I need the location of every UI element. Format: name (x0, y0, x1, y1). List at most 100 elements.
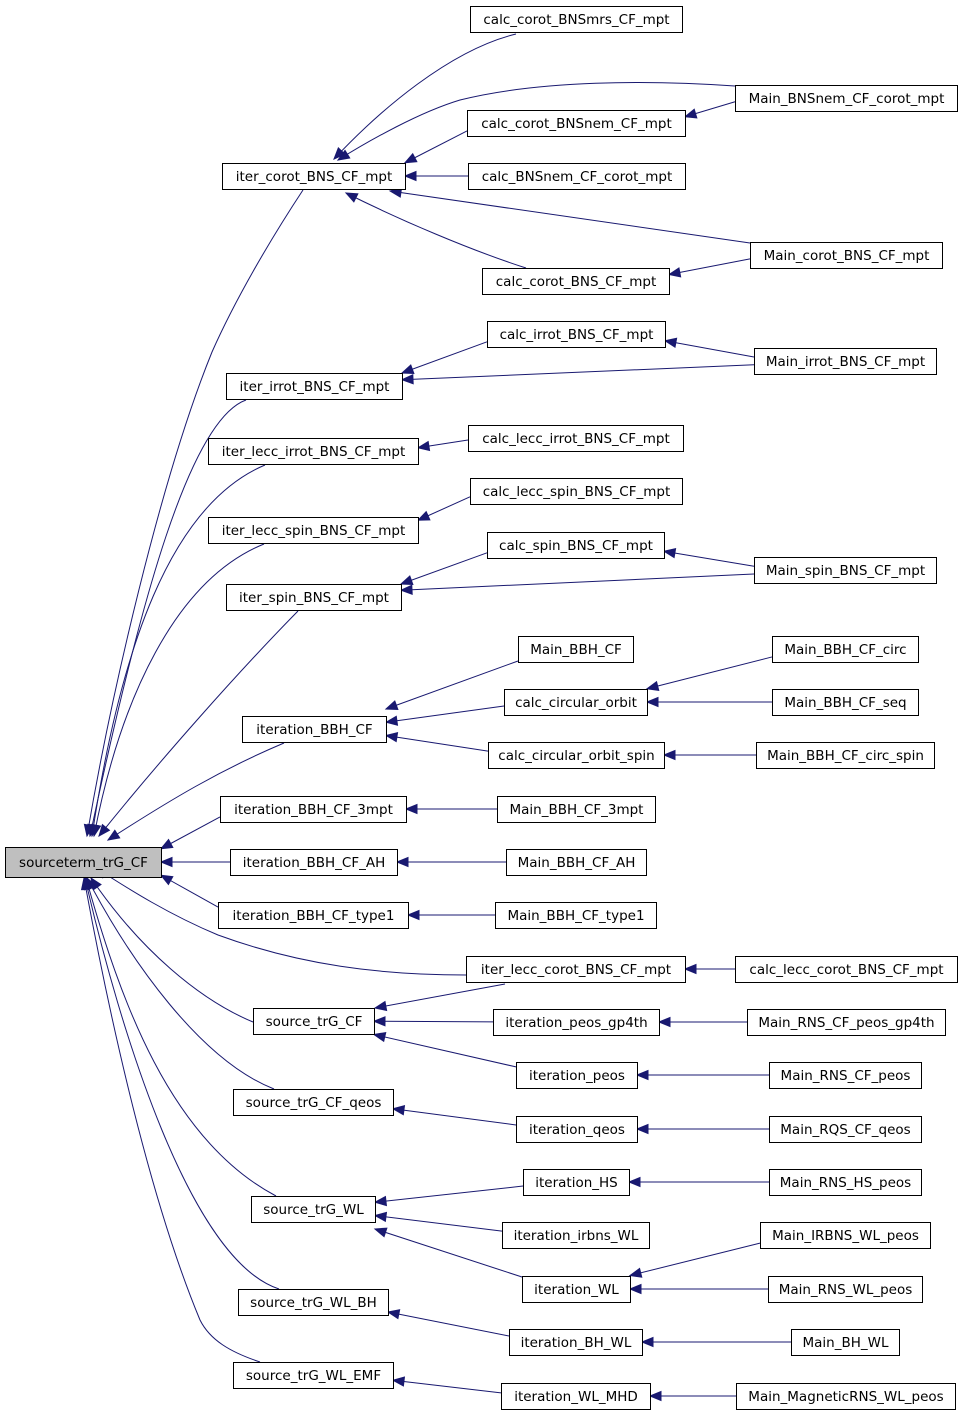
node-main_bbh_circ[interactable]: Main_BBH_CF_circ (772, 636, 919, 663)
node-calc_lecc_corot[interactable]: calc_lecc_corot_BNS_CF_mpt (735, 956, 958, 983)
arrowhead-icon (403, 152, 418, 164)
node-calc_corot_nem[interactable]: calc_corot_BNSnem_CF_mpt (467, 110, 686, 137)
edge-calc_spin-to-iter_spin (399, 552, 488, 586)
edge-line (374, 983, 506, 1009)
node-main_mag_rns[interactable]: Main_MagneticRNS_WL_peos (736, 1383, 956, 1410)
node-iter_bbh[interactable]: iteration_BBH_CF (242, 716, 387, 743)
node-calc_circ_spin[interactable]: calc_circular_orbit_spin (488, 742, 665, 769)
edge-main_bbh_ah-to-iter_bbh_ah (395, 856, 506, 868)
node-main_spin[interactable]: Main_spin_BNS_CF_mpt (754, 557, 937, 584)
edge-main_irrot-to-iter_irrot (400, 364, 755, 385)
node-main_nem_corot[interactable]: Main_BNSnem_CF_corot_mpt (735, 85, 958, 112)
node-calc_lecc_irrot[interactable]: calc_lecc_irrot_BNS_CF_mpt (468, 425, 684, 452)
node-main_bbh_3mpt[interactable]: Main_BBH_CF_3mpt (497, 796, 656, 823)
node-layer: sourceterm_trG_CFiter_corot_BNS_CF_mptca… (5, 6, 958, 1410)
node-main_irbns_wl[interactable]: Main_IRBNS_WL_peos (760, 1222, 931, 1249)
node-calc_nem_corot[interactable]: calc_BNSnem_CF_corot_mpt (468, 163, 686, 190)
node-main_rns_gp4th[interactable]: Main_RNS_CF_peos_gp4th (747, 1009, 946, 1036)
node-label: iteration_BBH_CF_type1 (233, 908, 395, 924)
node-label: Main_RNS_CF_peos_gp4th (758, 1015, 934, 1031)
node-iter_bbh_t1[interactable]: iteration_BBH_CF_type1 (218, 902, 409, 929)
node-calc_lecc_spin[interactable]: calc_lecc_spin_BNS_CF_mpt (470, 478, 683, 505)
node-box (756, 742, 935, 769)
node-main_bbh_circ_spin[interactable]: Main_BBH_CF_circ_spin (756, 742, 935, 769)
edge-main_rns_wl-to-iter_wl (628, 1283, 768, 1295)
node-iter_irrot[interactable]: iter_irrot_BNS_CF_mpt (226, 373, 403, 400)
node-iter_bbh_ah[interactable]: iteration_BBH_CF_AH (230, 849, 398, 876)
node-label: iteration_peos (529, 1068, 625, 1084)
node-label: iter_spin_BNS_CF_mpt (239, 590, 389, 606)
node-iter_lecc_irrot[interactable]: iter_lecc_irrot_BNS_CF_mpt (208, 438, 419, 465)
arrowhead-icon (159, 874, 174, 886)
node-box (470, 6, 683, 33)
node-main_rns_wl[interactable]: Main_RNS_WL_peos (768, 1276, 923, 1303)
node-iter_spin[interactable]: iter_spin_BNS_CF_mpt (226, 584, 402, 611)
node-src_trg_wl_emf[interactable]: source_trG_WL_EMF (233, 1362, 394, 1389)
node-src_trg_qeos[interactable]: source_trG_CF_qeos (233, 1089, 394, 1116)
node-iter_wl_mhd[interactable]: iteration_WL_MHD (501, 1383, 651, 1410)
node-box (468, 425, 684, 452)
node-main_bbh_ah[interactable]: Main_BBH_CF_AH (506, 849, 647, 876)
edge-main_mag_rns-to-iter_wl_mhd (648, 1390, 736, 1402)
edge-main_bbh_circ-to-calc_circ (645, 656, 773, 691)
node-src_trg_cf[interactable]: source_trG_CF (253, 1008, 375, 1035)
edge-line (84, 877, 280, 1290)
node-label: calc_circular_orbit_spin (498, 748, 654, 764)
node-label: calc_spin_BNS_CF_mpt (499, 538, 653, 554)
node-calc_irrot[interactable]: calc_irrot_BNS_CF_mpt (487, 321, 666, 348)
arrowhead-icon (80, 876, 92, 891)
arrowhead-icon (159, 856, 173, 868)
node-label: iteration_WL_MHD (514, 1389, 638, 1405)
node-main_bh_wl[interactable]: Main_BH_WL (791, 1329, 900, 1356)
node-iter_peos_gp4th[interactable]: iteration_peos_gp4th (493, 1009, 660, 1036)
node-iter_qeos[interactable]: iteration_qeos (516, 1116, 638, 1143)
node-calc_spin[interactable]: calc_spin_BNS_CF_mpt (487, 532, 665, 559)
node-root[interactable]: sourceterm_trG_CF (5, 847, 162, 878)
node-label: Main_BBH_CF_3mpt (510, 802, 644, 818)
node-calc_corot_smrs[interactable]: calc_corot_BNSmrs_CF_mpt (470, 6, 683, 33)
node-main_irrot[interactable]: Main_irrot_BNS_CF_mpt (754, 348, 937, 375)
node-label: sourceterm_trG_CF (19, 855, 148, 871)
node-box (467, 110, 686, 137)
node-iter_lecc_corot[interactable]: iter_lecc_corot_BNS_CF_mpt (466, 956, 686, 983)
node-label: Main_RNS_WL_peos (779, 1282, 913, 1298)
node-box (522, 1276, 631, 1303)
edge-main_rns_gp4th-to-iter_peos_gp4th (657, 1016, 747, 1028)
node-iter_corot[interactable]: iter_corot_BNS_CF_mpt (222, 163, 406, 190)
node-main_bbh_t1[interactable]: Main_BBH_CF_type1 (495, 902, 657, 929)
arrowhead-icon (648, 1390, 662, 1402)
node-iter_wl[interactable]: iteration_WL (522, 1276, 631, 1303)
node-iter_hs[interactable]: iteration_HS (523, 1169, 630, 1196)
node-box (747, 1009, 946, 1036)
edge-main_bbh-to-iter_bbh (384, 660, 519, 710)
arrowhead-icon (344, 192, 359, 203)
node-main_rns_peos[interactable]: Main_RNS_CF_peos (769, 1062, 922, 1089)
node-label: Main_BNSnem_CF_corot_mpt (749, 91, 945, 107)
node-label: calc_lecc_irrot_BNS_CF_mpt (482, 431, 670, 447)
node-main_rns_hs[interactable]: Main_RNS_HS_peos (769, 1169, 922, 1196)
node-iter_bbh_3mpt[interactable]: iteration_BBH_CF_3mpt (220, 796, 407, 823)
edge-calc_corot-to-iter_corot (344, 192, 527, 269)
node-iter_irbns_wl[interactable]: iteration_irbns_WL (502, 1222, 650, 1249)
node-calc_circ[interactable]: calc_circular_orbit (504, 689, 648, 716)
edge-line (668, 258, 751, 275)
node-box (768, 1276, 923, 1303)
node-src_trg_wl[interactable]: source_trG_WL (251, 1196, 376, 1223)
edge-calc_irrot-to-iter_irrot (400, 341, 488, 374)
arrowhead-icon (403, 170, 417, 182)
edge-line (98, 610, 299, 837)
edge-main_rns_hs-to-iter_hs (627, 1176, 769, 1188)
node-main_corot[interactable]: Main_corot_BNS_CF_mpt (750, 242, 943, 269)
node-main_bbh_seq[interactable]: Main_BBH_CF_seq (772, 689, 919, 716)
edge-line (389, 190, 751, 244)
node-iter_peos[interactable]: iteration_peos (516, 1062, 638, 1089)
edge-line (401, 341, 488, 374)
node-iter_bh_wl[interactable]: iteration_BH_WL (509, 1329, 643, 1356)
node-box (493, 1009, 660, 1036)
node-main_bbh[interactable]: Main_BBH_CF (518, 636, 634, 663)
node-iter_lecc_spin[interactable]: iter_lecc_spin_BNS_CF_mpt (208, 517, 419, 544)
node-calc_corot[interactable]: calc_corot_BNS_CF_mpt (482, 268, 670, 295)
node-src_trg_wl_bh[interactable]: source_trG_WL_BH (238, 1289, 389, 1316)
node-label: calc_irrot_BNS_CF_mpt (500, 327, 654, 343)
node-main_rqs_qeos[interactable]: Main_RQS_CF_qeos (769, 1116, 922, 1143)
